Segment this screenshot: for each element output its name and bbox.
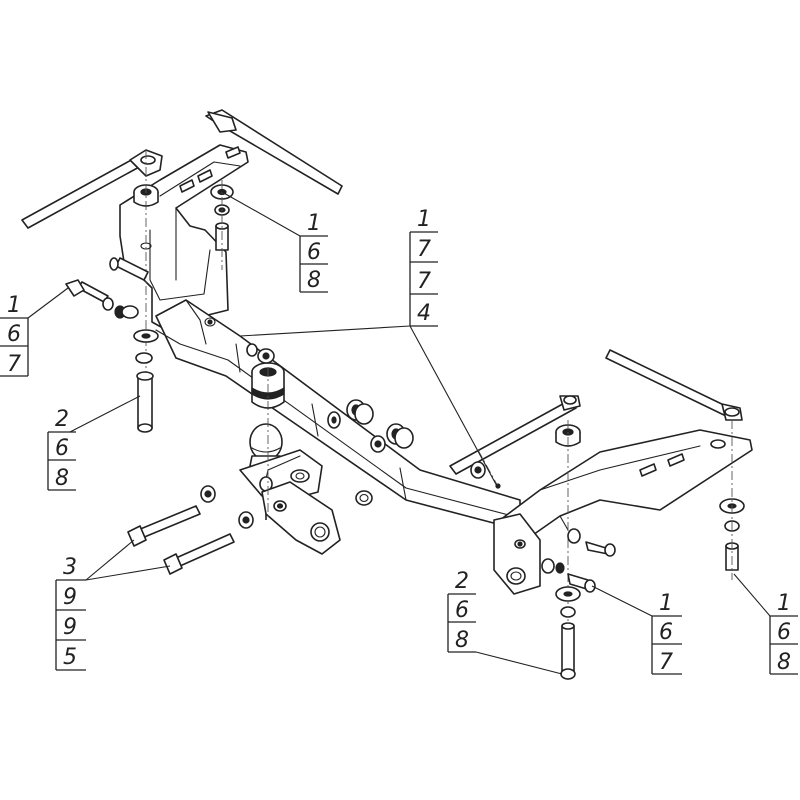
mid-washer-left: [246, 343, 275, 364]
callout-c6-item-1: 2: [455, 569, 469, 594]
callout-c2-item-1: 1: [417, 207, 431, 232]
callout-c1-item-2: 6: [307, 240, 321, 265]
callout-c2: 1 7 7 4: [409, 207, 438, 327]
callout-c8-item-3: 8: [777, 650, 791, 675]
callout-c4-item-1: 2: [55, 407, 69, 432]
callout-c8: 1 6 8: [769, 591, 798, 675]
callout-c1-item-1: 1: [307, 211, 321, 236]
callout-c4: 2 6 8: [47, 407, 76, 491]
callout-c3-item-3: 7: [7, 352, 21, 377]
callout-c7-item-3: 7: [659, 650, 673, 675]
right-side-bolts: [541, 528, 616, 593]
callout-c3-item-1: 1: [7, 293, 21, 318]
callout-c7: 1 6 7: [651, 591, 682, 675]
left-top-washer-stack: [210, 180, 234, 270]
callout-c8-item-1: 1: [777, 591, 791, 616]
right-mounting-strap: [605, 349, 743, 421]
right-side-bracket: [499, 429, 753, 545]
left-vertical-bolt: [133, 329, 159, 433]
callout-c7-item-1: 1: [659, 591, 673, 616]
callout-c6-item-2: 6: [455, 598, 469, 623]
callout-c4-item-2: 6: [55, 436, 69, 461]
callout-c3-item-2: 6: [7, 322, 21, 347]
callout-c2-item-4: 4: [417, 301, 431, 326]
callout-c2-item-2: 7: [417, 237, 431, 262]
tow-ball-mount-plate: [239, 449, 323, 520]
leader-lines: [27, 191, 771, 675]
mid-nut-set-upper: [327, 399, 374, 429]
callout-c5-item-3: 9: [63, 615, 77, 640]
callout-c5-item-2: 9: [63, 585, 77, 610]
mid-nut-set-lower: [370, 423, 414, 453]
left-mounting-strap-upper: [205, 109, 343, 195]
hitch-ear-plate: [261, 481, 341, 555]
right-end-plate: [493, 513, 541, 595]
callout-c4-item-3: 8: [55, 466, 69, 491]
callout-c3: 1 6 7: [0, 293, 29, 377]
callout-c7-item-2: 6: [659, 620, 673, 645]
callout-c2-item-3: 7: [417, 269, 431, 294]
long-bolt-upper: [127, 485, 216, 547]
far-right-bolt-stack: [719, 420, 745, 580]
mid-spacer-bolt: [470, 449, 501, 491]
callout-c8-item-2: 6: [777, 620, 791, 645]
long-bolt-lower: [163, 511, 254, 575]
left-side-bolt-2: [109, 257, 149, 319]
callout-c6: 2 6 8: [447, 569, 476, 653]
left-side-bolt-1: [65, 279, 126, 319]
callout-c1: 1 6 8: [299, 211, 328, 293]
callout-c5-item-1: 3: [63, 555, 77, 580]
callout-c5: 3 9 9 5: [55, 555, 86, 671]
right-vertical-bolt: [555, 586, 581, 680]
callout-c6-item-3: 8: [455, 628, 469, 653]
callout-c1-item-3: 8: [307, 268, 321, 293]
callout-c5-item-4: 5: [63, 645, 77, 670]
